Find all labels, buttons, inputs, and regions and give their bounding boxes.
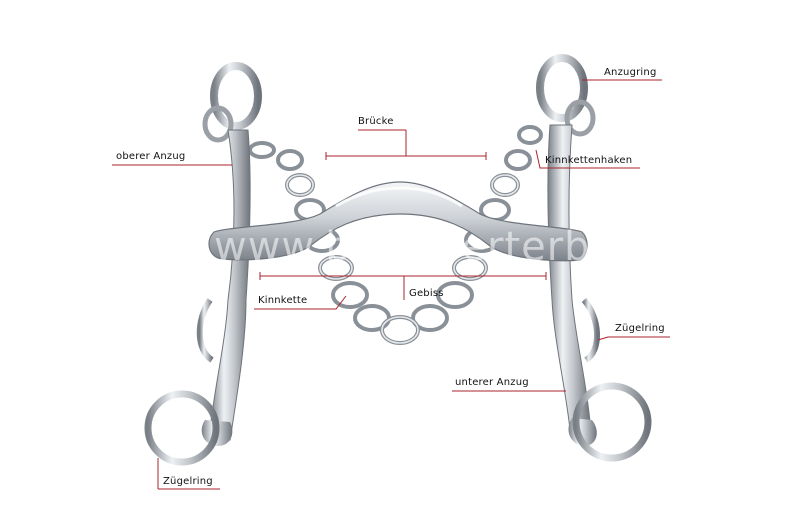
leader-kinnkette bbox=[254, 295, 347, 310]
right-cheek bbox=[536, 54, 652, 462]
label-kinnkette: Kinnkette bbox=[258, 295, 308, 306]
label-oberer-anzug: oberer Anzug bbox=[116, 151, 186, 162]
label-zuegelring-left: Zügelring bbox=[163, 476, 213, 487]
left-cheek bbox=[144, 62, 262, 466]
label-zuegelring-right: Zügelring bbox=[615, 323, 665, 334]
label-bruecke: Brücke bbox=[358, 116, 394, 127]
watermark: www.bildwoerterbuch.com bbox=[214, 224, 769, 270]
label-anzugring: Anzugring bbox=[604, 67, 657, 78]
mouthpiece bbox=[208, 181, 588, 262]
leader-lines bbox=[112, 79, 670, 490]
label-kinnkettenhaken: Kinnkettenhaken bbox=[545, 155, 633, 166]
leader-kinnkettenhaken bbox=[535, 149, 640, 169]
leader-zuegelring-right bbox=[597, 336, 670, 341]
label-gebiss: Gebiss bbox=[409, 288, 444, 299]
label-unterer-anzug: unterer Anzug bbox=[455, 377, 529, 388]
